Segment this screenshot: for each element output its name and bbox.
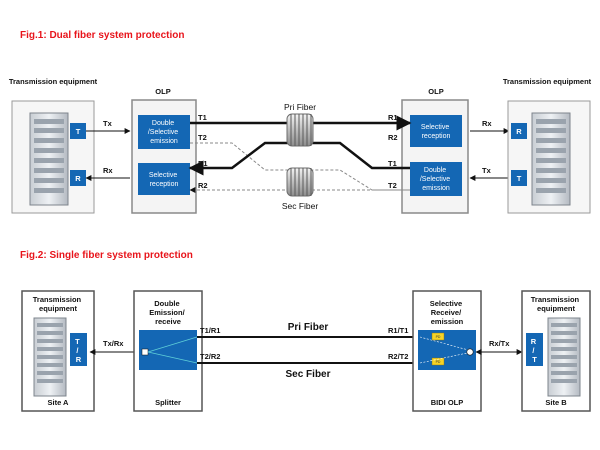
fig1-left-reception-text: Selective reception <box>149 172 179 188</box>
fig1-left-emission-box <box>138 115 190 149</box>
fig1-right-emission-text: Double /Selective emission <box>420 167 452 192</box>
fig1-left-r2: R2 <box>198 181 208 190</box>
fig2-pd-lower-icon <box>431 357 445 366</box>
fig1-left-reception-box <box>138 163 190 195</box>
fig1-left-rack-icon <box>29 112 69 206</box>
fig1-title: Fig.1: Dual fiber system protection <box>20 30 184 41</box>
fig1-right-equipment-text: Transmission equipment <box>503 77 592 86</box>
fig2-splitter-label: Splitter <box>155 398 181 407</box>
fig2-splitter-branch-upper <box>147 336 198 353</box>
fig2-t2r2-label: T2/R2 <box>200 352 220 361</box>
fig2-right-rack-icon <box>547 317 581 397</box>
fig1-right-r-label: R <box>516 127 522 136</box>
fig1-left-equipment-text: Transmission equipment <box>9 77 98 86</box>
fig2-pd-upper-icon <box>431 332 445 341</box>
fig2-r2t2-label: R2/T2 <box>388 352 408 361</box>
fig2-splitter-box <box>139 330 197 370</box>
fig2-splitter-heading: Double Emission/ receive <box>149 299 187 326</box>
fig2-title: Fig.2: Single fiber system protection <box>20 250 193 261</box>
fig1-left-olp-title: OLP <box>155 87 170 96</box>
fig2-bidi-path-upper <box>419 336 473 352</box>
fig2-left-equipment-text: Transmission equipment <box>33 295 83 313</box>
fig1-right-t-label: T <box>517 174 522 183</box>
fig2-right-rxtx-label: Rx/Tx <box>489 339 510 348</box>
fig1-right-emission-box <box>410 162 462 196</box>
fig2-left-txrx-label: Tx/Rx <box>103 339 124 348</box>
fig1-left-t-port <box>70 123 86 139</box>
fig1-pri-fiber-coil-icon <box>286 113 314 147</box>
fig2-pd-upper-label: PD <box>436 335 441 339</box>
fig1-right-olp-title: OLP <box>428 87 443 96</box>
fig1-sec-fiber-label: Sec Fiber <box>282 201 319 211</box>
fig2-pd-lower-label: PD <box>436 360 441 364</box>
fig1-right-r1: R1 <box>388 113 398 122</box>
fig1-left-t2: T2 <box>198 133 207 142</box>
fig1-left-t-label: T <box>76 127 81 136</box>
fig1-left-r-port <box>70 170 86 186</box>
fig2-left-tr-port <box>70 333 87 366</box>
fig2-bidi-heading: Selective Receive/ emission <box>430 299 465 326</box>
fig1-pri-fiber-label: Pri Fiber <box>284 102 316 112</box>
fig1-left-rx-label: Rx <box>103 166 113 175</box>
fig1-right-t1: T1 <box>388 159 397 168</box>
fig1-right-t-port <box>511 170 527 186</box>
fig1-left-r1: R1 <box>198 159 208 168</box>
fig2-right-rt-label: R / T <box>531 337 539 364</box>
fig1-right-rack-icon <box>531 112 571 206</box>
fig2-splitter-port-icon <box>141 348 149 356</box>
fig2-left-tr-label: T / R <box>75 337 82 364</box>
fig2-site-a-label: Site A <box>48 398 70 407</box>
fig1-right-tx-label: Tx <box>482 166 492 175</box>
fig2-bidi-box <box>418 330 476 370</box>
fig1-left-tx-label: Tx <box>103 119 113 128</box>
fig1-right-t2: T2 <box>388 181 397 190</box>
fig1-right-reception-text: Selective reception <box>421 124 451 140</box>
fig2-right-equipment-text: Transmission equipment <box>531 295 581 313</box>
fig1-right-reception-box <box>410 115 462 147</box>
fig2-splitter-branch-lower <box>147 351 198 364</box>
fig1-left-t1: T1 <box>198 113 207 122</box>
fig1-right-r-port <box>511 123 527 139</box>
fig1-right-rx-label: Rx <box>482 119 492 128</box>
fig1-pri-fiber-t1-r1-return <box>188 141 410 176</box>
fig2-bidi-olp-label: BIDI OLP <box>431 398 464 407</box>
fig1-left-emission-text: Double /Selective emission <box>148 120 180 145</box>
fig2-sec-fiber-label: Sec Fiber <box>285 369 330 380</box>
fig2-pri-fiber-label: Pri Fiber <box>288 322 329 333</box>
fig1-left-r-label: R <box>75 174 81 183</box>
fig2-right-rt-port <box>526 333 543 366</box>
fig1-left-equipment-label: Transmission equipment <box>9 77 98 86</box>
fig2-left-rack-icon <box>33 317 67 397</box>
fig2-r1t1-label: R1/T1 <box>388 326 408 335</box>
fig2-t1r1-label: T1/R1 <box>200 326 220 335</box>
fig1-sec-fiber-coil-icon <box>286 167 314 197</box>
fig2-bidi-port-icon <box>466 348 474 356</box>
fig1-right-r2: R2 <box>388 133 398 142</box>
fig2-bidi-path-lower <box>419 351 473 364</box>
fig1-right-equipment-label: Transmission equipment <box>503 77 592 86</box>
fig2-site-b-label: Site B <box>545 398 567 407</box>
